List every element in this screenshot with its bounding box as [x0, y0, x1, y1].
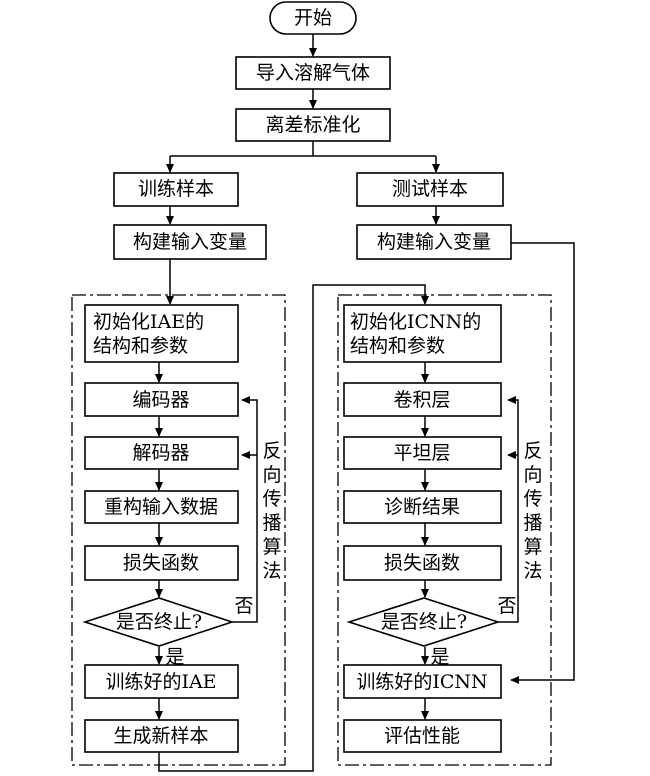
backprop-right-char: 法	[523, 560, 542, 582]
init-iae-line2: 结构和参数	[93, 335, 188, 357]
normalize-label: 离差标准化	[265, 114, 360, 136]
start-label: 开始	[294, 7, 332, 29]
backprop-left-char: 算	[262, 536, 281, 558]
trained-iae-label: 训练好的IAE	[105, 671, 216, 693]
stop-right-label: 是否终止?	[381, 611, 467, 633]
backprop-label-left: 反 向 传 播 算 法	[262, 440, 281, 582]
flatten-label: 平坦层	[393, 442, 450, 464]
stop-left-label: 是否终止?	[116, 611, 202, 633]
connectors	[155, 34, 575, 772]
yes-label-left: 是	[165, 646, 184, 668]
diag-result-label: 诊断结果	[384, 496, 460, 518]
trained-icnn-box: 训练好的ICNN	[343, 664, 502, 699]
init-icnn-box: 初始化ICNN的 结构和参数	[343, 304, 502, 363]
loss-right-label: 损失函数	[384, 552, 460, 574]
init-icnn-line1: 初始化ICNN的	[350, 311, 481, 333]
build-input-left-box: 构建输入变量	[113, 224, 267, 260]
build-input-right-box: 构建输入变量	[356, 224, 512, 260]
no-label-right: 否	[497, 595, 516, 617]
loss-left-box: 损失函数	[84, 545, 239, 581]
init-iae-line1: 初始化IAE的	[93, 311, 204, 333]
new-samples-box: 生成新样本	[84, 719, 239, 753]
encoder-label: 编码器	[132, 389, 189, 411]
test-samples-label: 测试样本	[392, 178, 468, 200]
train-samples-label: 训练样本	[138, 178, 214, 200]
import-gas-box: 导入溶解气体	[235, 56, 391, 90]
backprop-right-char: 播	[523, 512, 542, 534]
decoder-box: 解码器	[84, 436, 239, 470]
build-input-right-label: 构建输入变量	[377, 231, 491, 253]
build-input-left-label: 构建输入变量	[133, 231, 247, 253]
backprop-left-char: 播	[262, 512, 281, 534]
backprop-label-right: 反 向 传 播 算 法	[523, 440, 542, 582]
backprop-left-char: 向	[262, 464, 281, 486]
backprop-right-char: 向	[523, 464, 542, 486]
init-icnn-line2: 结构和参数	[350, 335, 445, 357]
evaluate-label: 评估性能	[384, 725, 460, 747]
loss-left-label: 损失函数	[123, 552, 199, 574]
backprop-right-char: 算	[523, 536, 542, 558]
decoder-label: 解码器	[132, 442, 189, 464]
backprop-right-char: 传	[523, 488, 542, 510]
backprop-right-char: 反	[523, 440, 542, 462]
loss-right-box: 损失函数	[343, 545, 502, 581]
yes-label-right: 是	[430, 646, 449, 668]
evaluate-box: 评估性能	[343, 719, 502, 753]
conv-label: 卷积层	[393, 389, 450, 411]
normalize-box: 离差标准化	[235, 108, 391, 142]
trained-icnn-label: 训练好的ICNN	[356, 671, 487, 693]
trained-iae-box: 训练好的IAE	[84, 664, 239, 699]
no-label-left: 否	[234, 595, 253, 617]
icnn-group-frame	[337, 294, 552, 766]
train-samples-box: 训练样本	[113, 172, 239, 207]
flatten-box: 平坦层	[343, 436, 502, 470]
import-gas-label: 导入溶解气体	[256, 62, 370, 84]
test-samples-box: 测试样本	[356, 172, 504, 207]
reconstruct-label: 重构输入数据	[104, 496, 218, 518]
backprop-left-char: 传	[262, 488, 281, 510]
backprop-left-char: 法	[262, 560, 281, 582]
stop-right-decision: 是否终止?	[346, 597, 501, 647]
diag-result-box: 诊断结果	[343, 490, 502, 524]
conv-box: 卷积层	[343, 382, 502, 417]
iae-group-frame	[71, 294, 286, 766]
encoder-box: 编码器	[84, 382, 239, 417]
reconstruct-box: 重构输入数据	[84, 490, 239, 524]
new-samples-label: 生成新样本	[113, 725, 208, 747]
stop-left-decision: 是否终止?	[82, 597, 235, 647]
backprop-left-char: 反	[262, 440, 281, 462]
init-iae-box: 初始化IAE的 结构和参数	[84, 304, 239, 363]
start-node: 开始	[269, 1, 357, 35]
